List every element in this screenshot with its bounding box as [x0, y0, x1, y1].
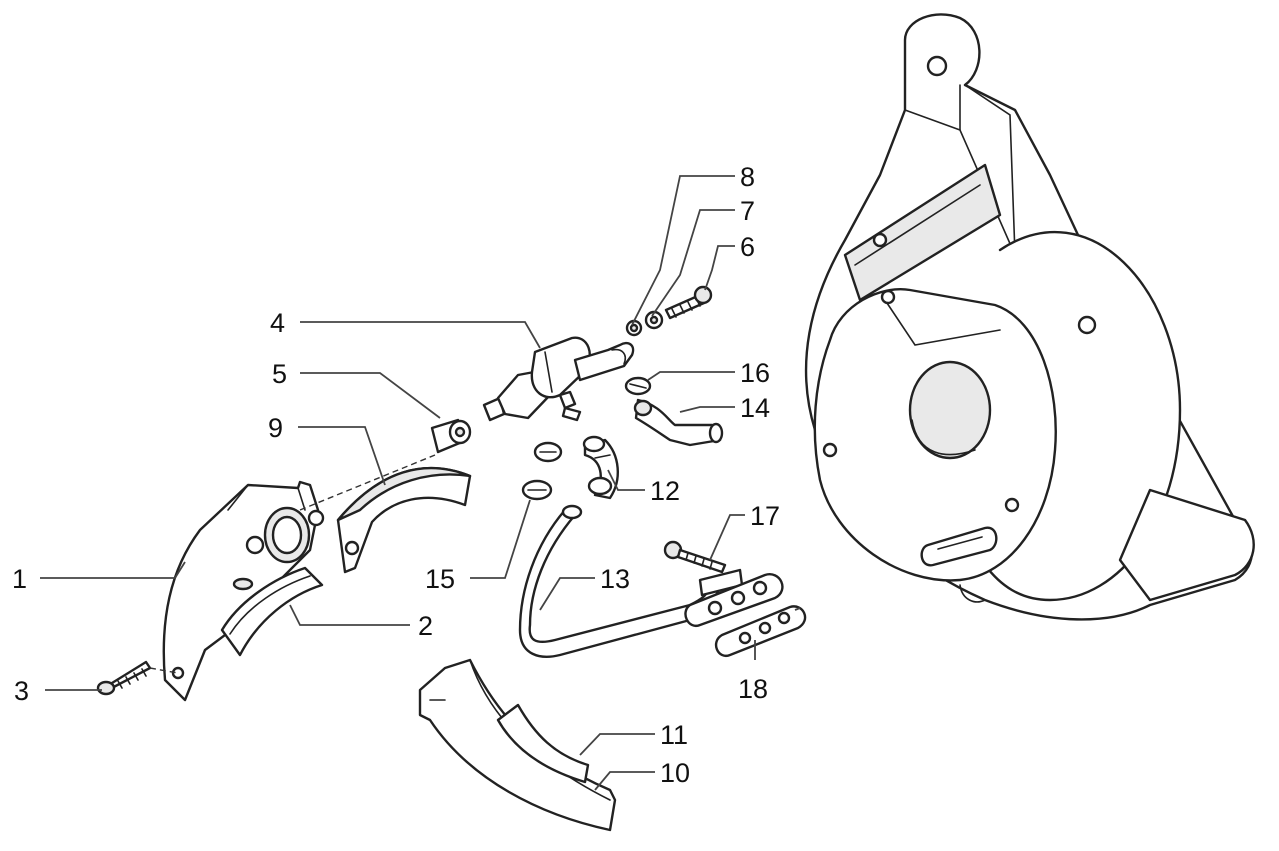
gasket-part	[714, 605, 807, 658]
elbow-hose-part	[633, 398, 724, 447]
callout-11: 11	[660, 720, 688, 750]
callout-8: 8	[740, 162, 755, 192]
washer-part	[644, 310, 664, 330]
callout-16: 16	[740, 358, 770, 388]
callout-5: 5	[272, 359, 287, 389]
spacer-block-part	[336, 466, 472, 574]
callout-4: 4	[270, 308, 285, 338]
callout-3: 3	[14, 676, 29, 706]
flange-part	[684, 573, 784, 628]
bolt-part	[664, 285, 713, 320]
callout-10: 10	[660, 758, 690, 788]
hose-clamp-part	[624, 376, 652, 396]
callout-labels: 1 2 3 4 5 6 7 8 9 10 11 12 13 14 15 16 1…	[12, 162, 780, 788]
hose-pipe-part	[518, 504, 744, 658]
leader-lines	[40, 175, 756, 791]
insert-part	[496, 703, 590, 784]
valve-body-part	[482, 336, 635, 422]
callout-2: 2	[418, 611, 433, 641]
gasket-part	[220, 566, 324, 657]
elbow-fitting-part	[582, 435, 619, 500]
hose-clamp-part	[533, 441, 563, 463]
housing-cover	[804, 13, 1255, 621]
callout-7: 7	[740, 196, 755, 226]
bushing-part	[299, 418, 472, 511]
callout-13: 13	[600, 564, 630, 594]
callout-14: 14	[740, 393, 770, 423]
callout-1: 1	[12, 564, 27, 594]
washer-part	[625, 319, 643, 337]
bracket-part	[162, 480, 325, 702]
screw-part	[96, 660, 179, 696]
callout-12: 12	[650, 476, 680, 506]
callout-6: 6	[740, 232, 755, 262]
callout-17: 17	[750, 501, 780, 531]
callout-18: 18	[738, 674, 768, 704]
callout-9: 9	[268, 413, 283, 443]
hose-clamp-part	[521, 479, 553, 501]
callout-15: 15	[425, 564, 455, 594]
